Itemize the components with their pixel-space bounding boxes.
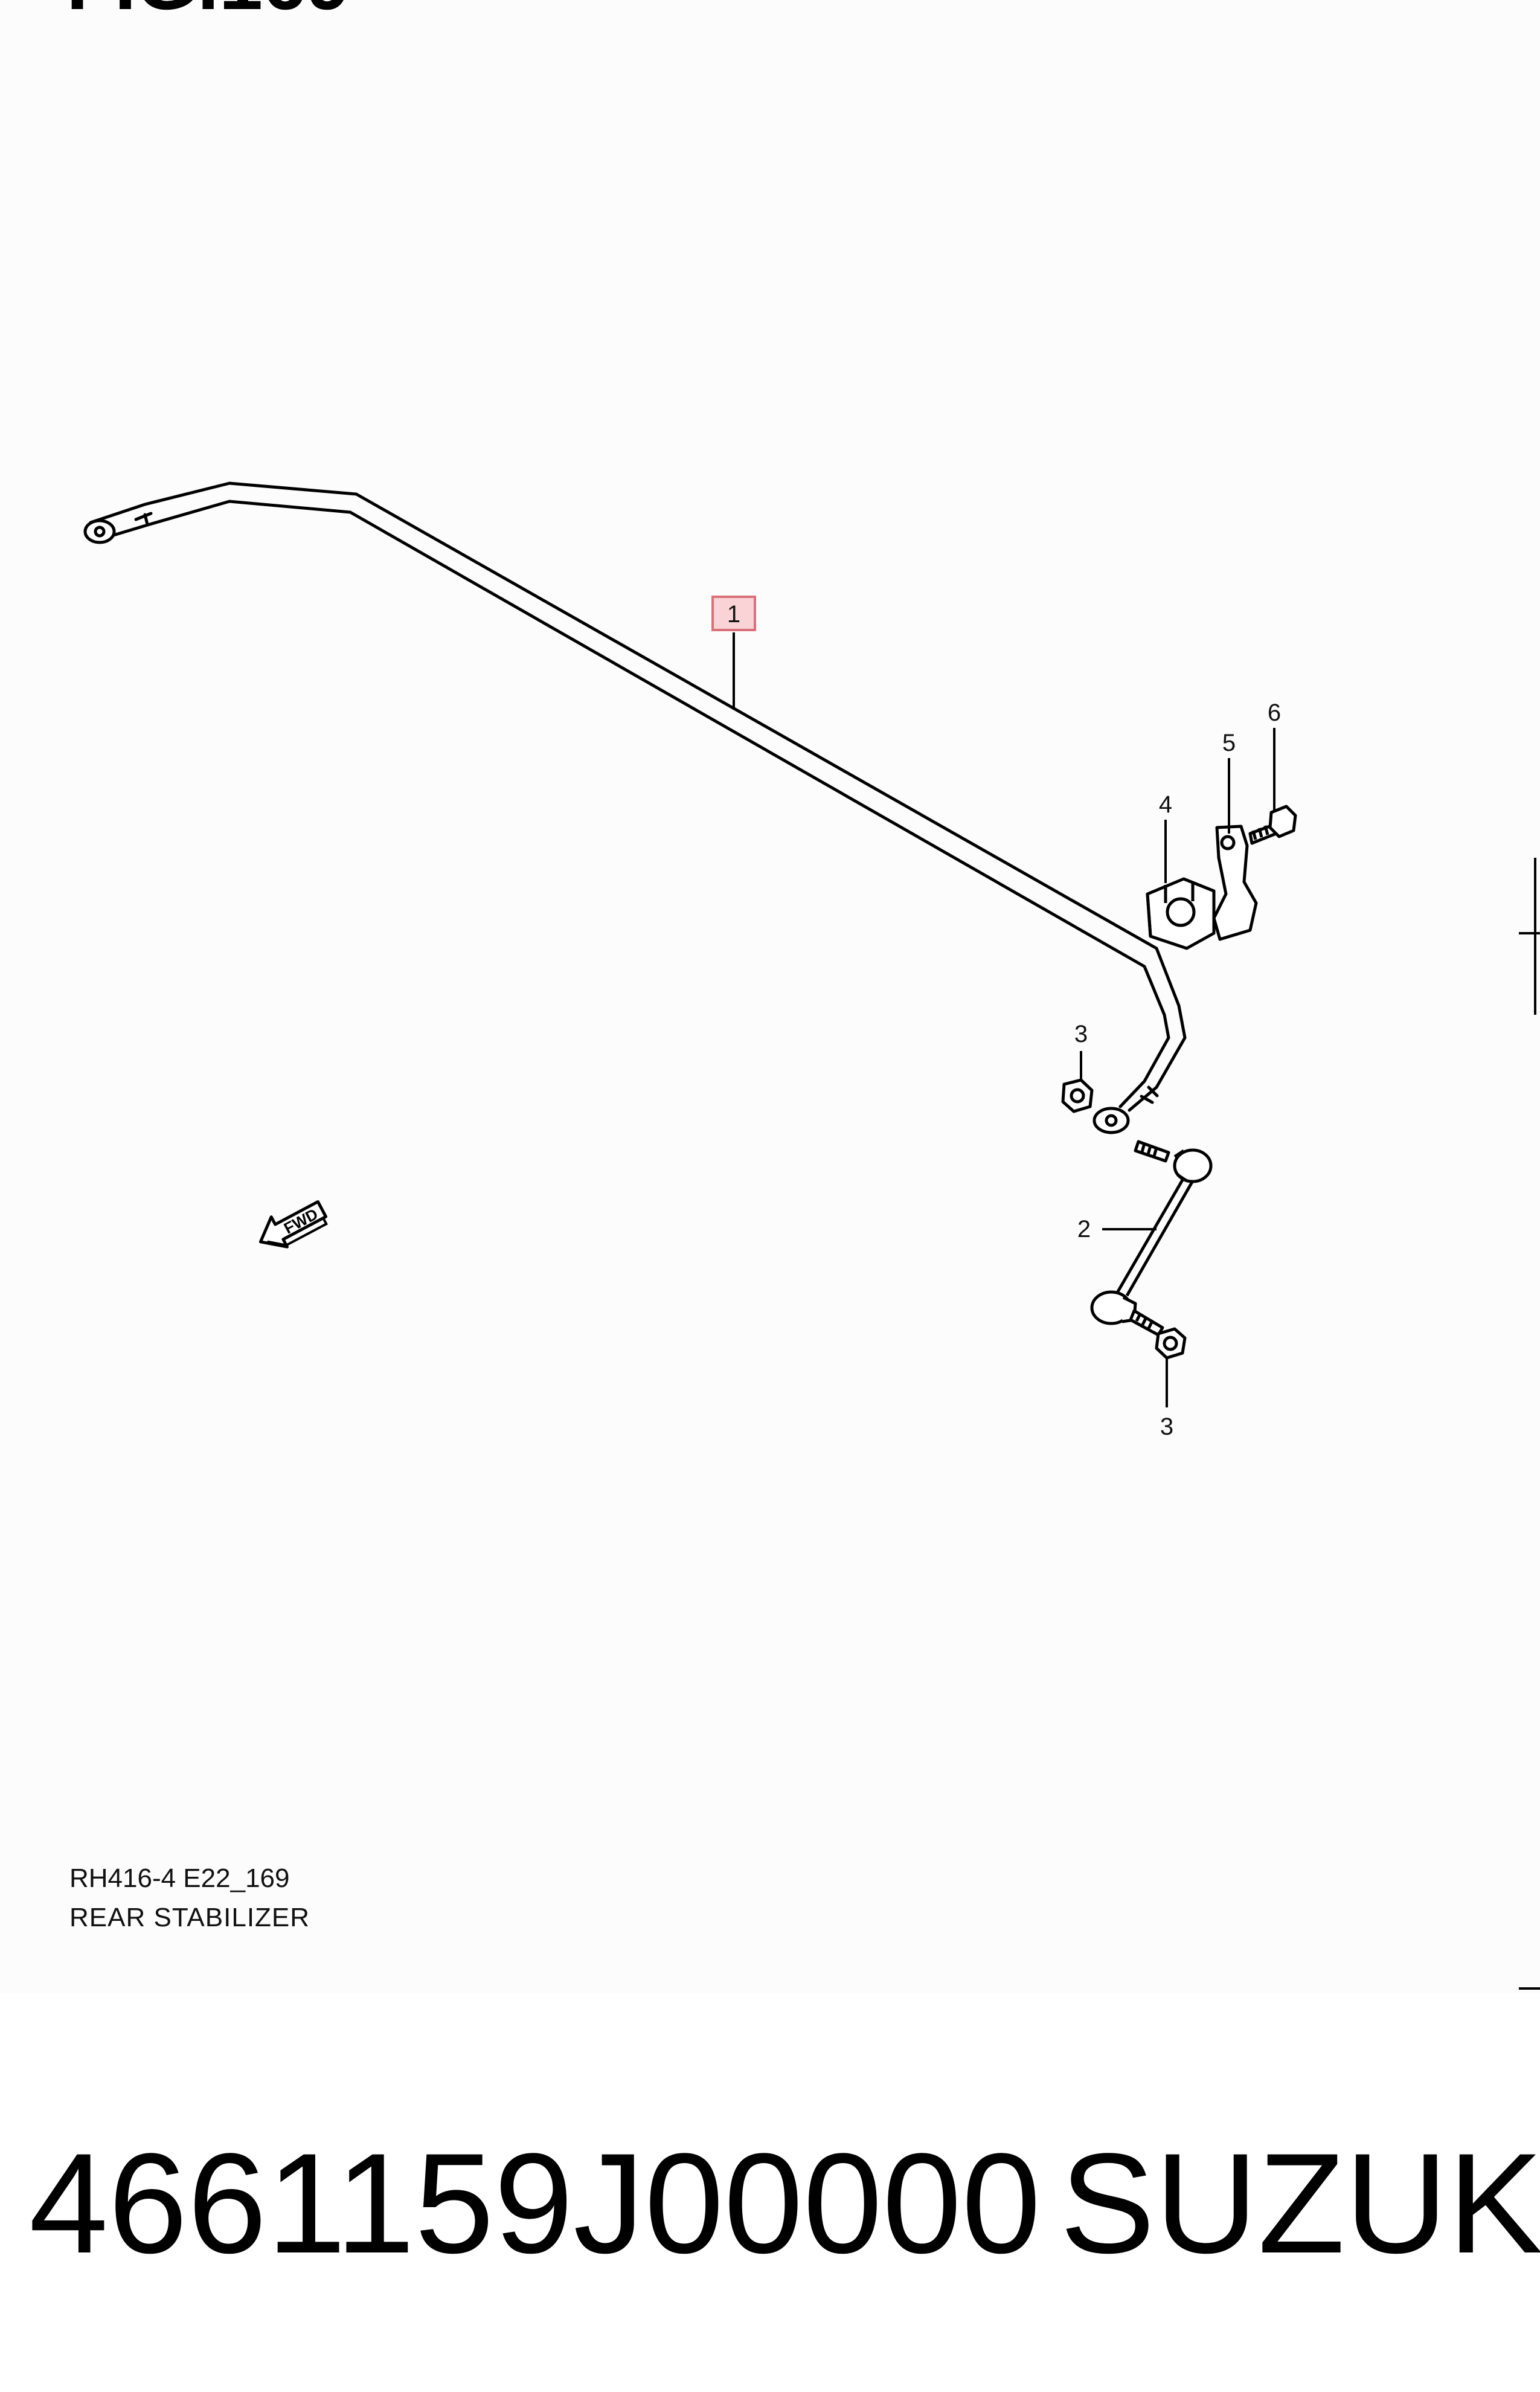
diagram-panel: FIG.169 [66, 0, 1540, 1990]
callout-1-box [711, 596, 756, 631]
upper-nut[interactable] [1061, 1078, 1094, 1113]
lower-nut[interactable] [1155, 1327, 1187, 1360]
diagram-code: RH416-4 E22_169 [69, 1863, 290, 1893]
bolt[interactable] [1248, 805, 1297, 845]
callout-3-upper-label[interactable]: 3 [1074, 1021, 1088, 1047]
callout-4-label[interactable]: 4 [1159, 791, 1172, 818]
callout-5-label[interactable]: 5 [1222, 730, 1236, 756]
leader-lines [733, 632, 1275, 1407]
diagram-caption: REAR STABILIZER [69, 1903, 310, 1932]
parts-drawing: 1 2 3 3 4 5 6 FWD [83, 481, 1540, 1990]
edge-marks [1519, 858, 1540, 1990]
callout-2-label[interactable]: 2 [1077, 1216, 1091, 1243]
callout-3-lower-label[interactable]: 3 [1160, 1413, 1173, 1440]
bushing[interactable] [1146, 877, 1216, 950]
stabilizer-bar[interactable] [83, 481, 1187, 1134]
part-number: 4661159J00000 [29, 2124, 1041, 2283]
brand-name: SUZUKI [1060, 2124, 1540, 2283]
callout-1-label[interactable]: 1 [727, 601, 740, 628]
stabilizer-link[interactable] [1090, 1140, 1213, 1337]
fwd-arrow-icon: FWD [258, 1200, 329, 1249]
figure-title: FIG.169 [66, 0, 350, 21]
bracket[interactable] [1212, 825, 1258, 941]
footer-bar [0, 1993, 1540, 2392]
callout-6-label[interactable]: 6 [1268, 699, 1281, 726]
